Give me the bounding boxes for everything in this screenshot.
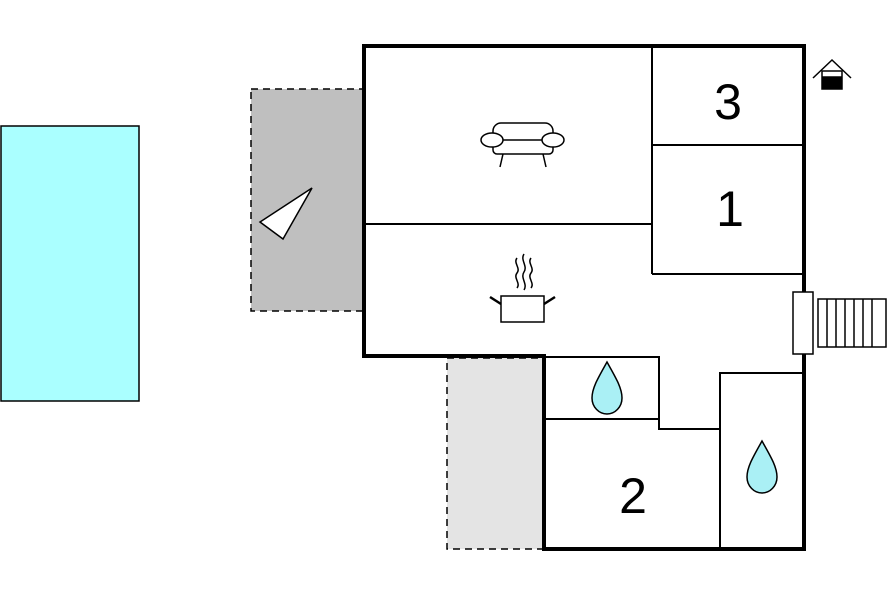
room-number-3: 3 bbox=[714, 74, 742, 130]
water-drop-icon bbox=[746, 439, 778, 494]
swimming-pool bbox=[0, 125, 140, 402]
water-drop-icon bbox=[591, 360, 623, 415]
cooking-pot-icon bbox=[489, 253, 556, 323]
covered-terrace bbox=[250, 88, 365, 312]
house-outline bbox=[362, 44, 806, 551]
stairs-icon bbox=[817, 298, 887, 348]
sofa-icon bbox=[480, 122, 565, 168]
open-terrace bbox=[446, 357, 545, 550]
room-number-1: 1 bbox=[716, 181, 744, 237]
room-number-2: 2 bbox=[619, 468, 647, 524]
sun-umbrella-icon bbox=[258, 187, 313, 241]
interior-walls bbox=[364, 46, 804, 549]
entrance-door bbox=[792, 291, 814, 355]
house-entrance-icon bbox=[812, 58, 852, 90]
